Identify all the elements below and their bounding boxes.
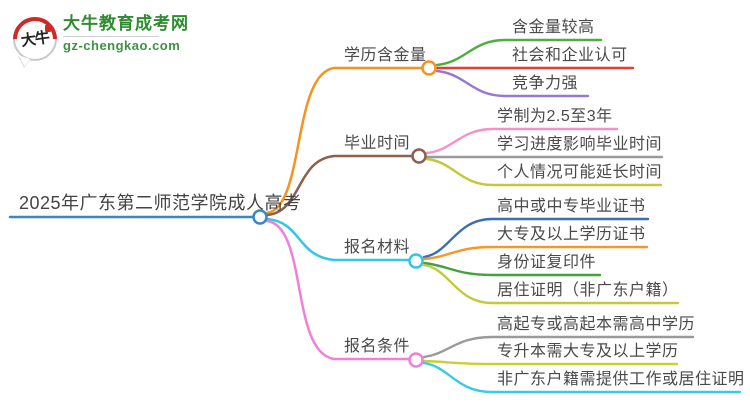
branch-label-hanjinliang: 学历含金量 (344, 47, 427, 64)
site-logo: 大牛 大牛教育成考网 gz-chengkao.com (13, 13, 189, 61)
daniu-logo-icon: 大牛 (13, 17, 57, 61)
branch-line-biye (265, 154, 413, 217)
leaf-label: 专升本需大专及以上学历 (497, 343, 679, 360)
child-line-cl-4 (422, 263, 680, 305)
leaf-label: 高起专或高起本需高中学历 (497, 316, 696, 333)
leaf-label: 个人情况可能延长时间 (497, 164, 663, 181)
child-line-hjl-3 (435, 69, 590, 98)
central-topic-label: 2025年广东第二师范学院成人高考 (19, 193, 302, 213)
child-line-tj-1 (422, 335, 695, 359)
logo-divider (63, 36, 159, 37)
logo-title: 大牛教育成考网 (63, 14, 189, 33)
logo-icon-text: 大牛 (19, 28, 51, 50)
child-line-by-3 (425, 157, 663, 187)
branch-line-hanjinliang (265, 66, 423, 215)
child-line-cl-3 (422, 261, 602, 277)
child-line-by-1 (425, 127, 619, 155)
central-node-circle (252, 209, 268, 225)
branch-label-tiaojian: 报名条件 (344, 338, 411, 355)
child-line-cl-1 (422, 217, 650, 259)
child-line-tj-2 (422, 359, 679, 366)
leaf-label: 社会和企业认可 (512, 47, 628, 64)
leaf-label: 含金量较高 (512, 19, 595, 36)
node-circle-tiaojian (408, 352, 424, 368)
logo-domain: gz-chengkao.com (63, 38, 181, 53)
logo-text-block: 大牛教育成考网 gz-chengkao.com (63, 13, 189, 54)
node-circle-biye (411, 148, 427, 164)
node-circle-cailiao (408, 253, 424, 269)
child-line-tj-3 (422, 361, 742, 394)
child-line-hjl-1 (435, 38, 603, 67)
branch-line-cailiao (265, 217, 410, 262)
leaf-label: 身份证复印件 (497, 254, 597, 271)
branch-line-tiaojian (265, 219, 410, 361)
logo-seal-icon (45, 25, 51, 32)
leaf-label: 居住证明（非广东户籍） (497, 282, 679, 299)
branch-label-biye: 毕业时间 (344, 135, 411, 152)
leaf-label: 学制为2.5至3年 (497, 108, 613, 125)
leaf-label: 非广东户籍需提供工作或居住证明 (497, 371, 745, 388)
leaf-label: 学习进度影响毕业时间 (497, 136, 663, 153)
node-circle-hanjinliang (421, 60, 437, 76)
child-line-cl-2 (422, 245, 649, 261)
leaf-label: 大专及以上学历证书 (497, 226, 646, 243)
leaf-label: 高中或中专毕业证书 (497, 198, 646, 215)
branch-label-cailiao: 报名材料 (344, 239, 411, 256)
leaf-label: 竞争力强 (512, 75, 579, 92)
